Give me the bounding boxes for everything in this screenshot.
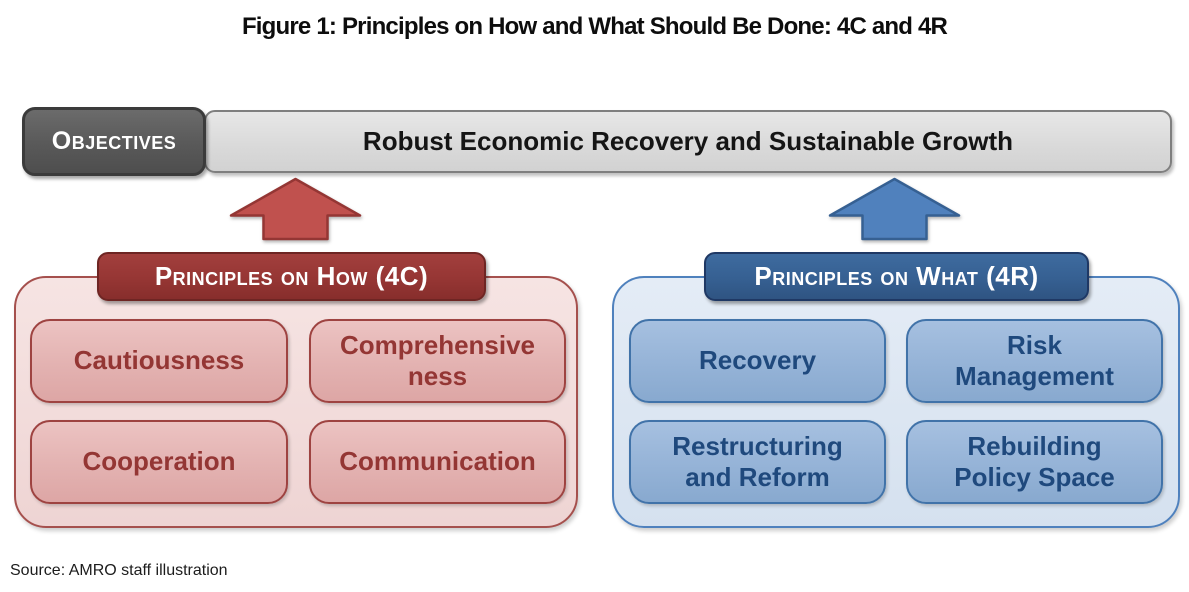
principle-box-cautiousness: Cautiousness [30, 319, 288, 403]
principles-what-header: Principles on What (4R) [704, 252, 1089, 301]
principles-how-header: Principles on How (4C) [97, 252, 486, 301]
principles-what-header-label: Principles on What (4R) [754, 261, 1039, 291]
up-arrow-blue-icon [828, 177, 961, 241]
principle-box-recovery: Recovery [629, 319, 886, 403]
principle-box-cooperation: Cooperation [30, 420, 288, 504]
principle-box-risk-management: Risk Management [906, 319, 1163, 403]
objectives-value-bar: Robust Economic Recovery and Sustainable… [204, 110, 1172, 173]
objectives-label-box: Objectives [22, 107, 206, 176]
objectives-value-text: Robust Economic Recovery and Sustainable… [362, 126, 1014, 156]
principle-box-communication: Communication [309, 420, 566, 504]
figure-title: Figure 1: Principles on How and What Sho… [241, 13, 948, 40]
principle-box-restructuring-reform: Restructuring and Reform [629, 420, 886, 504]
principles-how-header-label: Principles on How (4C) [154, 261, 429, 291]
source-note: Source: AMRO staff illustration [10, 562, 228, 579]
principle-box-rebuilding-policy-space: Rebuilding Policy Space [906, 420, 1163, 504]
objectives-label: Objectives [51, 127, 177, 155]
principle-box-comprehensiveness: Comprehensive ness [309, 319, 566, 403]
up-arrow-red-icon [229, 177, 362, 241]
